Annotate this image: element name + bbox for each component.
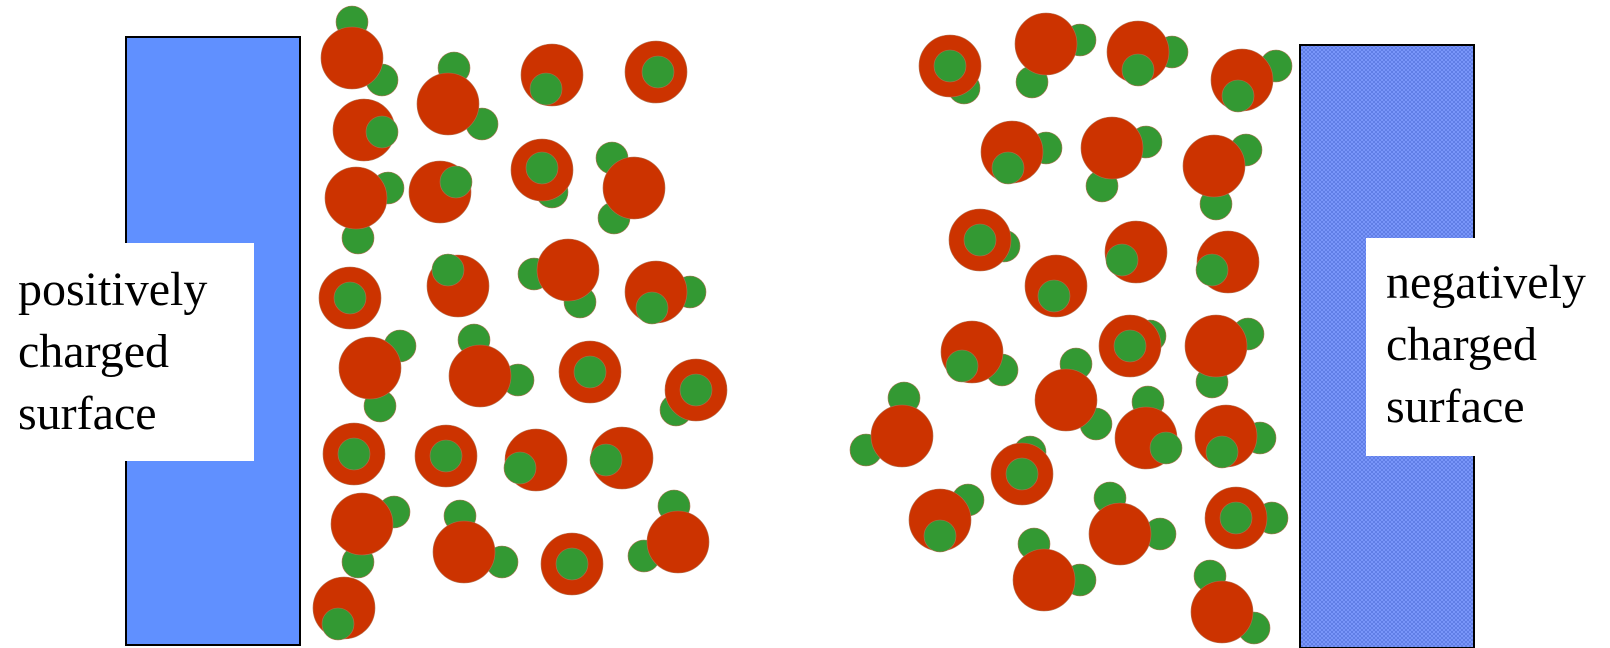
large-ion [871, 405, 933, 467]
small-ion [1114, 330, 1146, 362]
small-ion [334, 282, 366, 314]
large-ion [1081, 117, 1143, 179]
small-ion [530, 73, 562, 105]
small-ion [1206, 436, 1238, 468]
large-ion [1013, 549, 1075, 611]
large-ion [331, 493, 393, 555]
large-ion [1191, 581, 1253, 643]
large-ion [1183, 135, 1245, 197]
large-ion [603, 157, 665, 219]
small-ion [366, 116, 398, 148]
small-ion [1106, 244, 1138, 276]
small-ion [924, 520, 956, 552]
small-ion [1038, 280, 1070, 312]
large-ion [1035, 369, 1097, 431]
small-ion [556, 548, 588, 580]
positive-surface-label: positively charged surface [0, 243, 254, 461]
small-ion [504, 452, 536, 484]
small-ion [1006, 458, 1038, 490]
large-ion [449, 345, 511, 407]
small-ion [1222, 80, 1254, 112]
label-line: negatively [1386, 252, 1610, 314]
large-ion [1089, 503, 1151, 565]
negative-surface-label: negatively charged surface [1366, 238, 1610, 456]
large-ion [433, 521, 495, 583]
large-ion [1015, 13, 1077, 75]
small-ion [1196, 254, 1228, 286]
molecules-near-positive-surface [313, 6, 727, 640]
large-ion [647, 511, 709, 573]
small-ion [440, 166, 472, 198]
small-ion [322, 608, 354, 640]
small-ion [964, 224, 996, 256]
small-ion [526, 152, 558, 184]
molecules-near-negative-surface [850, 13, 1292, 644]
large-ion [1185, 315, 1247, 377]
small-ion [1122, 54, 1154, 86]
label-line: charged [18, 321, 254, 383]
small-ion [946, 350, 978, 382]
small-ion [574, 356, 606, 388]
label-line: surface [1386, 376, 1610, 438]
small-ion [680, 374, 712, 406]
small-ion [1220, 502, 1252, 534]
small-ion [1150, 432, 1182, 464]
small-ion [636, 292, 668, 324]
small-ion [590, 444, 622, 476]
large-ion [321, 27, 383, 89]
small-ion [432, 254, 464, 286]
label-line: charged [1386, 314, 1610, 376]
large-ion [537, 239, 599, 301]
label-line: surface [18, 383, 254, 445]
small-ion [992, 152, 1024, 184]
large-ion [339, 337, 401, 399]
small-ion [642, 56, 674, 88]
small-ion [934, 50, 966, 82]
large-ion [325, 167, 387, 229]
label-line: positively [18, 259, 254, 321]
large-ion [417, 73, 479, 135]
small-ion [430, 440, 462, 472]
small-ion [338, 438, 370, 470]
